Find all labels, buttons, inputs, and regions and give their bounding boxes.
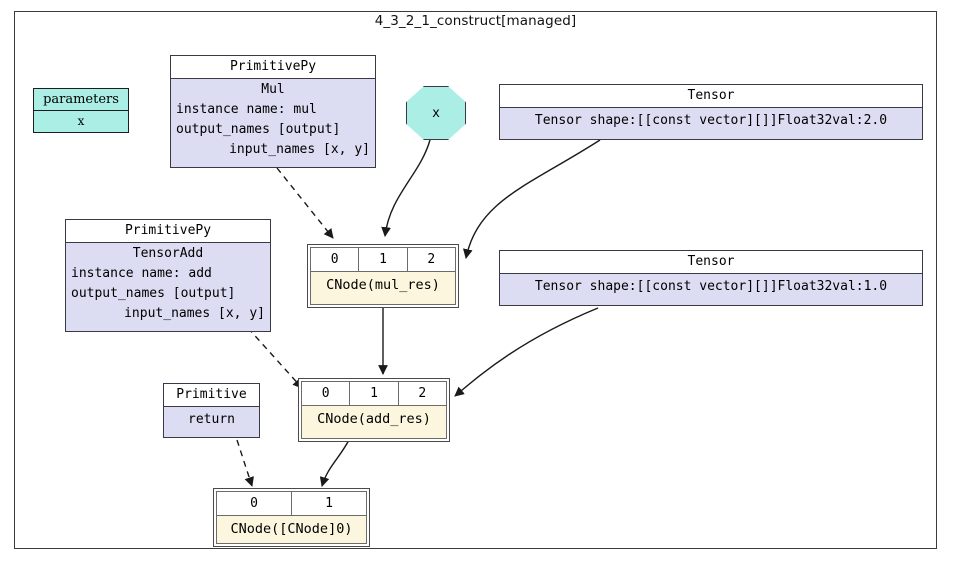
- mul-res-slot-row: 0 1 2: [311, 248, 455, 272]
- mul-res-cnode[interactable]: 0 1 2 CNode(mul_res): [307, 244, 459, 308]
- add-res-slot-2[interactable]: 2: [398, 382, 446, 406]
- mul-primitive-output-names: output_names [output]: [176, 122, 341, 137]
- mul-res-slot-0[interactable]: 0: [311, 248, 360, 272]
- return-cnode-slot-0[interactable]: 0: [217, 492, 292, 516]
- tensor-const-2-node[interactable]: Tensor Tensor shape:[[const vector][]]Fl…: [499, 84, 923, 140]
- mul-primitive-instance-name: instance name: mul: [176, 102, 317, 117]
- param-x-label: x: [432, 105, 440, 121]
- return-primitive-header: Primitive: [164, 384, 259, 407]
- add-res-slot-1[interactable]: 1: [350, 382, 399, 406]
- mul-res-slot-2[interactable]: 2: [407, 248, 455, 272]
- return-cnode-slot-1[interactable]: 1: [292, 492, 366, 516]
- mul-res-label: CNode(mul_res): [311, 272, 455, 304]
- parameters-header: parameters: [34, 89, 128, 111]
- tensor-const-1-node[interactable]: Tensor Tensor shape:[[const vector][]]Fl…: [499, 250, 923, 306]
- cluster-frame: [14, 11, 937, 549]
- mul-primitive-node[interactable]: PrimitivePy Mul instance name: mul outpu…: [170, 55, 376, 168]
- add-primitive-instance-name: instance name: add: [71, 266, 212, 281]
- parameters-item-x: x: [77, 114, 85, 128]
- mul-res-slot-1[interactable]: 1: [359, 248, 408, 272]
- add-primitive-name: TensorAdd: [132, 246, 204, 261]
- param-x-octagon-node[interactable]: x: [406, 86, 466, 140]
- mul-primitive-input-names: input_names [x, y]: [229, 142, 370, 157]
- add-res-cnode[interactable]: 0 1 2 CNode(add_res): [298, 378, 450, 442]
- parameters-node[interactable]: parameters x: [33, 88, 129, 133]
- tensor-const-2-value: Tensor shape:[[const vector][]]Float32va…: [500, 108, 922, 134]
- add-primitive-output-names: output_names [output]: [71, 286, 236, 301]
- return-cnode[interactable]: 0 1 CNode([CNode]0): [213, 488, 370, 547]
- add-primitive-input-names: input_names [x, y]: [124, 306, 265, 321]
- tensor-const-1-value: Tensor shape:[[const vector][]]Float32va…: [500, 274, 922, 300]
- return-cnode-label: CNode([CNode]0): [217, 516, 366, 543]
- return-primitive-name: return: [188, 412, 235, 427]
- graph-title: 4_3_2_1_construct[managed]: [374, 13, 577, 29]
- add-res-slot-row: 0 1 2: [302, 382, 446, 406]
- add-primitive-node[interactable]: PrimitivePy TensorAdd instance name: add…: [65, 219, 271, 332]
- add-res-slot-0[interactable]: 0: [302, 382, 351, 406]
- return-primitive-node[interactable]: Primitive return: [163, 383, 260, 438]
- tensor-const-2-header: Tensor: [500, 85, 922, 108]
- add-res-label: CNode(add_res): [302, 406, 446, 438]
- add-primitive-header: PrimitivePy: [66, 220, 270, 243]
- mul-primitive-name: Mul: [261, 82, 285, 97]
- return-cnode-slot-row: 0 1: [217, 492, 366, 516]
- tensor-const-1-header: Tensor: [500, 251, 922, 274]
- mul-primitive-header: PrimitivePy: [171, 56, 375, 79]
